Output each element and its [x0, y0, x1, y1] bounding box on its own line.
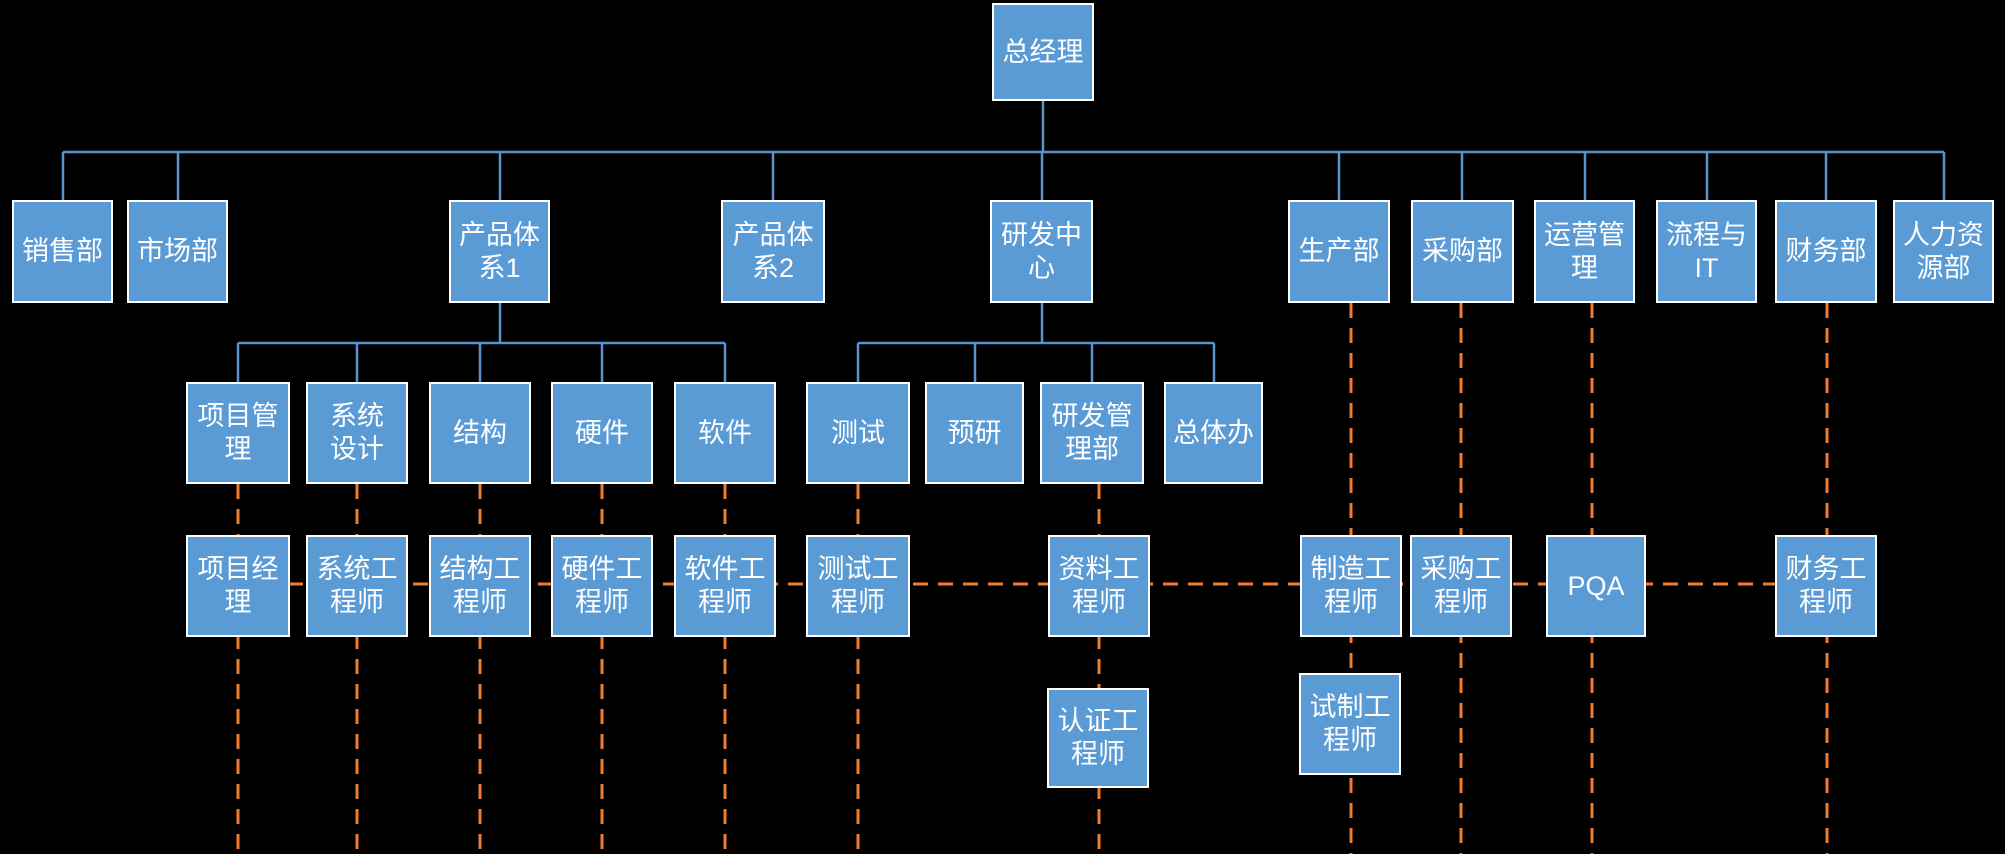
- node-system-engineer: 系统工程师: [306, 535, 408, 637]
- node-label: 程师: [330, 587, 384, 617]
- node-label: 资料工: [1058, 554, 1140, 584]
- node-hardware-engineer: 硬件工程师: [551, 535, 653, 637]
- node-label: 理部: [1065, 434, 1119, 464]
- node-software-engineer: 软件工程师: [674, 535, 776, 637]
- node-marketing-dept: 市场部: [127, 200, 228, 303]
- node-label: 销售部: [22, 236, 103, 266]
- node-label: 心: [1028, 252, 1055, 283]
- node-label: 测试: [831, 417, 885, 448]
- node-project-mgmt: 项目管理: [186, 382, 290, 484]
- node-label: 系统工: [316, 554, 398, 584]
- node-label: 认证工: [1057, 706, 1139, 736]
- node-structure: 结构: [429, 382, 531, 484]
- node-label: 程师: [575, 587, 629, 617]
- node-label: 财务工: [1785, 554, 1867, 584]
- node-finance-dept: 财务部: [1775, 200, 1877, 303]
- node-label: 结构: [453, 417, 507, 448]
- node-label: 研发管: [1051, 401, 1133, 431]
- node-label: 结构工: [439, 554, 521, 584]
- node-pqa: PQA: [1546, 535, 1646, 637]
- node-label: 总经理: [1002, 36, 1084, 67]
- node-label: 采购部: [1422, 236, 1503, 266]
- node-label: 系1: [478, 252, 521, 283]
- node-label: 财务部: [1785, 236, 1867, 266]
- node-purchasing-dept: 采购部: [1411, 200, 1514, 303]
- node-label: 硬件工: [561, 554, 643, 584]
- node-test-engineer: 测试工程师: [806, 535, 910, 637]
- node-purchasing-engineer: 采购工程师: [1410, 535, 1512, 637]
- node-label: 理: [1571, 252, 1598, 283]
- node-label: 预研: [947, 417, 1002, 448]
- node-label: 程师: [1434, 587, 1488, 617]
- node-label: 程师: [1799, 587, 1853, 617]
- node-label: 采购工: [1420, 554, 1502, 584]
- node-label: 理: [224, 434, 252, 464]
- node-general-manager: 总经理: [992, 3, 1094, 101]
- node-software: 软件: [674, 382, 776, 484]
- node-production-dept: 生产部: [1288, 200, 1390, 303]
- node-rd-center: 研发中心: [990, 200, 1093, 303]
- node-label: 程师: [1071, 739, 1125, 769]
- node-hr-dept: 人力资源部: [1893, 200, 1994, 303]
- node-label: 系2: [751, 252, 795, 283]
- node-label: 理: [224, 587, 252, 617]
- node-label: 程师: [1324, 587, 1378, 617]
- node-product-line-2: 产品体系2: [721, 200, 825, 303]
- node-label: 运营管: [1544, 219, 1625, 250]
- node-label: 产品体: [459, 219, 540, 250]
- node-label: 系统: [330, 401, 384, 431]
- node-system-design: 系统设计: [306, 382, 408, 484]
- node-label: 程师: [1323, 725, 1377, 755]
- node-label: 设计: [330, 434, 384, 464]
- node-pre-research: 预研: [925, 382, 1024, 484]
- node-label: 程师: [1072, 587, 1126, 617]
- node-certification-engineer: 认证工程师: [1047, 688, 1149, 788]
- node-label: 流程与: [1666, 219, 1747, 250]
- node-general-office: 总体办: [1164, 382, 1263, 484]
- node-label: IT: [1694, 252, 1719, 283]
- node-project-manager: 项目经理: [186, 535, 290, 637]
- node-label: 程师: [698, 587, 752, 617]
- node-label: 生产部: [1298, 236, 1380, 266]
- node-label: 试制工: [1309, 692, 1391, 722]
- node-label: PQA: [1567, 570, 1625, 601]
- node-label: 研发中: [1001, 219, 1082, 250]
- node-label: 人力资: [1903, 219, 1984, 250]
- node-label: 总体办: [1173, 417, 1254, 448]
- node-product-line-1: 产品体系1: [449, 200, 550, 303]
- node-manufacturing-engineer: 制造工程师: [1300, 535, 1402, 637]
- node-pilot-engineer: 试制工程师: [1299, 673, 1401, 775]
- node-label: 硬件: [575, 417, 629, 448]
- node-structure-engineer: 结构工程师: [429, 535, 531, 637]
- node-label: 源部: [1916, 252, 1971, 283]
- node-label: 测试工: [817, 554, 899, 584]
- node-documentation-engineer: 资料工程师: [1048, 535, 1150, 637]
- node-label: 程师: [453, 587, 507, 617]
- node-label: 程师: [831, 587, 885, 617]
- node-label: 市场部: [137, 236, 218, 266]
- node-label: 项目经: [197, 554, 279, 584]
- node-label: 项目管: [197, 401, 279, 431]
- node-sales-dept: 销售部: [12, 200, 113, 303]
- node-testing: 测试: [806, 382, 910, 484]
- node-label: 制造工: [1310, 554, 1392, 584]
- node-label: 软件: [698, 417, 752, 448]
- node-finance-engineer: 财务工程师: [1775, 535, 1877, 637]
- node-rd-mgmt-dept: 研发管理部: [1040, 382, 1144, 484]
- node-hardware: 硬件: [551, 382, 653, 484]
- node-operations-mgmt: 运营管理: [1534, 200, 1635, 303]
- node-label: 产品体: [732, 219, 814, 250]
- node-label: 软件工: [684, 554, 766, 584]
